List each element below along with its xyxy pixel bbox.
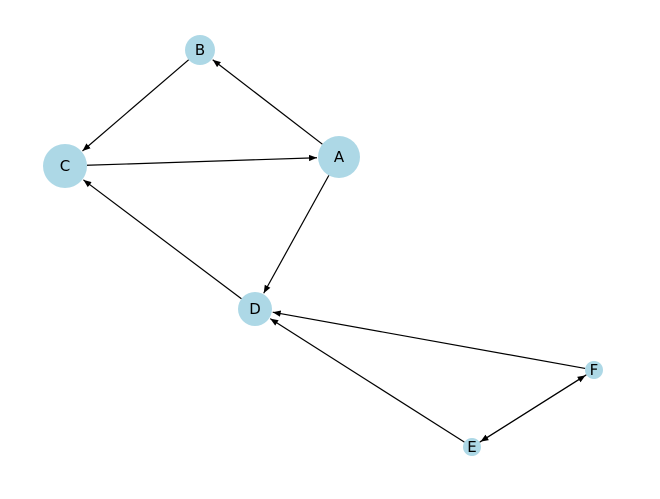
edge-c-to-a xyxy=(86,154,318,166)
node-label: A xyxy=(334,148,345,166)
node-label: B xyxy=(195,41,205,59)
node-f: F xyxy=(585,361,603,379)
node-label: C xyxy=(60,157,70,175)
node-circle xyxy=(585,361,603,379)
node-a: A xyxy=(318,136,360,178)
edge-d-to-c xyxy=(83,179,242,300)
node-label: F xyxy=(590,361,599,379)
edge-a-to-b xyxy=(212,59,323,145)
edges-layer xyxy=(82,59,587,443)
node-circle xyxy=(318,136,360,178)
node-d: D xyxy=(238,292,272,326)
nodes-layer: A B C D E F xyxy=(43,35,603,456)
node-label: D xyxy=(249,300,261,318)
edge-f-to-d xyxy=(272,310,586,369)
node-circle xyxy=(463,438,481,456)
node-e: E xyxy=(463,438,481,456)
node-circle xyxy=(185,35,215,65)
node-circle xyxy=(238,292,272,326)
node-circle xyxy=(43,144,87,188)
node-label: E xyxy=(467,438,476,456)
edge-b-to-c xyxy=(82,59,190,152)
edge-f-to-e xyxy=(480,374,587,443)
edge-a-to-d xyxy=(263,175,330,294)
node-c: C xyxy=(43,144,87,188)
edge-e-to-d xyxy=(269,318,465,443)
node-b: B xyxy=(185,35,215,65)
